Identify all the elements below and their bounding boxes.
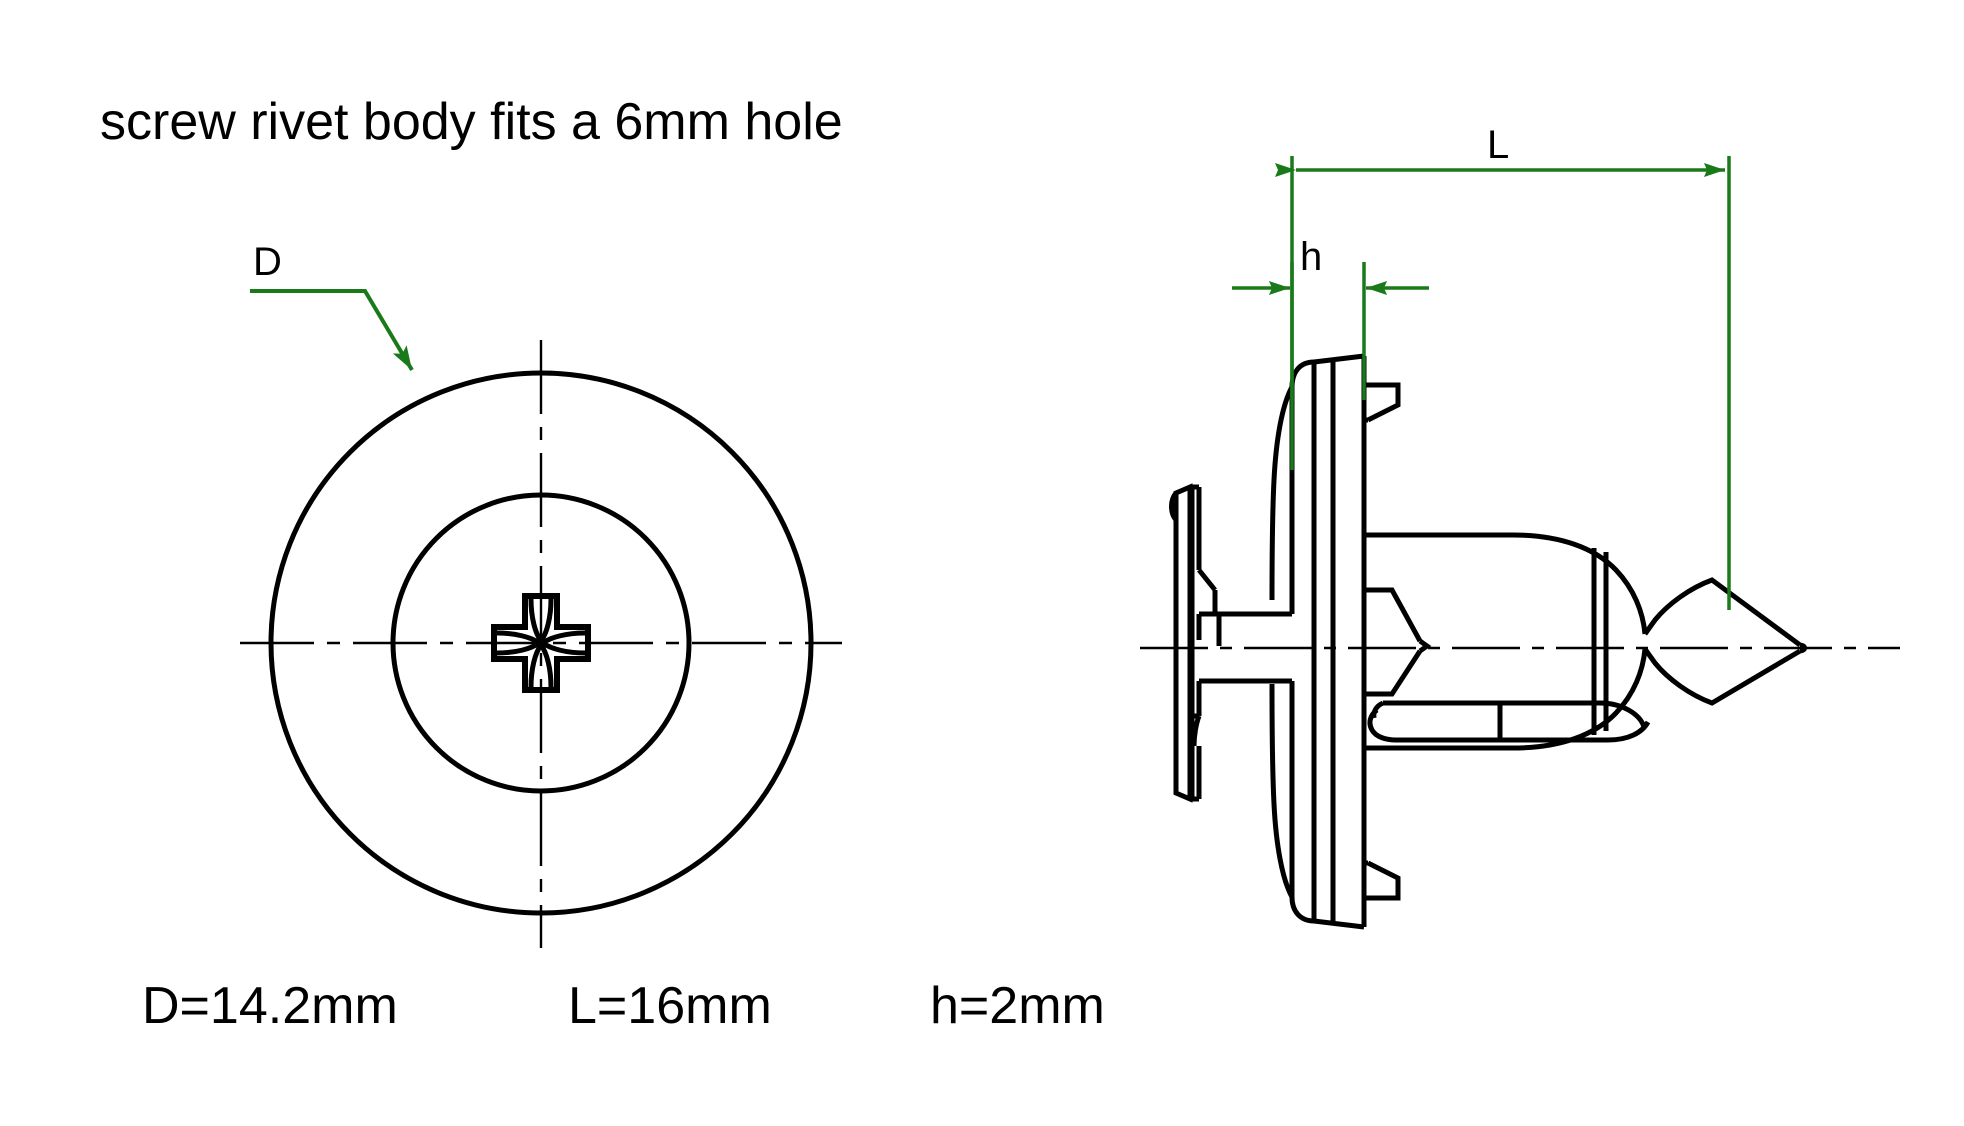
- flange-barbs: [1361, 382, 1401, 901]
- rivet-body: [1364, 532, 1651, 751]
- rivet-flange: [1269, 353, 1367, 930]
- phillips-cross-recess-icon: [491, 593, 591, 693]
- dimension-value-d: D=14.2mm: [142, 977, 398, 1035]
- head-outer-circle: [268, 370, 814, 916]
- dimension-value-h: h=2mm: [930, 977, 1105, 1035]
- dimension-label-l: L: [1487, 123, 1510, 167]
- side-view: [1140, 353, 1900, 930]
- front-view: [240, 289, 842, 948]
- rivet-tip: [1642, 577, 1807, 706]
- d-leader-line: [250, 289, 414, 372]
- leader-label-d: D: [253, 240, 282, 284]
- screw-head: [1169, 483, 1292, 803]
- dimension-value-l: L=16mm: [568, 977, 772, 1035]
- dimension-annotations: [1232, 156, 1731, 610]
- dimension-label-h: h: [1300, 235, 1323, 279]
- head-inner-circle: [390, 492, 692, 794]
- page-title: screw rivet body fits a 6mm hole: [100, 93, 843, 151]
